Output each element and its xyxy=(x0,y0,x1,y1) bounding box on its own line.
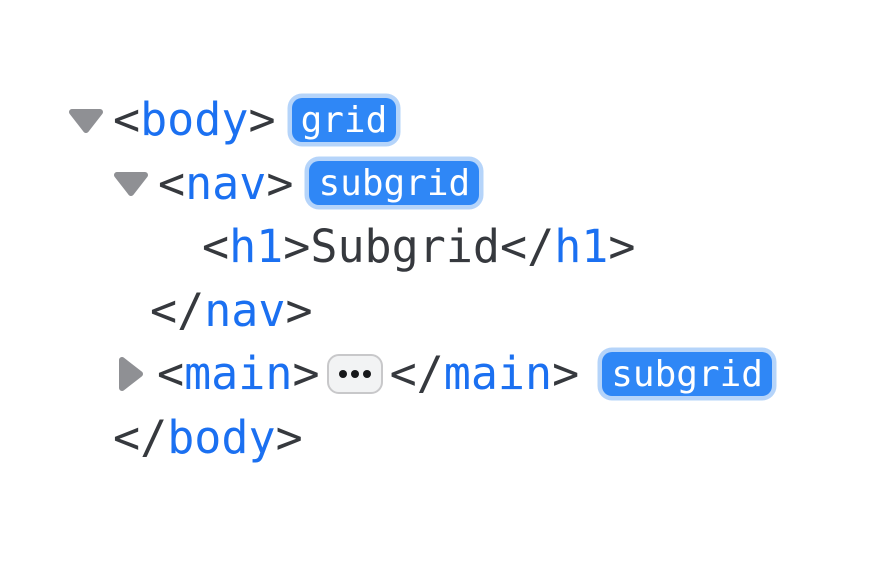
ellipsis-icon xyxy=(362,369,371,378)
tag-name-body: body xyxy=(140,93,249,147)
open-bracket: < xyxy=(113,93,141,147)
disclosure-collapsed-icon[interactable] xyxy=(112,356,148,392)
close-bracket: > xyxy=(248,93,276,147)
tree-row-nav-close[interactable]: </nav> xyxy=(0,279,886,343)
closing-tag-name-body: body xyxy=(167,410,276,464)
subgrid-badge[interactable]: subgrid xyxy=(602,351,772,396)
close-bracket: > xyxy=(266,156,294,210)
closing-tag-name-h1: h1 xyxy=(554,220,609,274)
closing-open-bracket: </ xyxy=(150,283,205,337)
tree-row-main-collapsed[interactable]: <main> </main> subgrid xyxy=(0,342,886,406)
closing-open-bracket: </ xyxy=(113,410,168,464)
open-bracket: < xyxy=(158,156,186,210)
subgrid-badge[interactable]: subgrid xyxy=(309,161,480,206)
tree-row-body-close[interactable]: </body> xyxy=(0,406,886,470)
close-bracket: > xyxy=(292,347,320,401)
open-bracket: < xyxy=(157,347,185,401)
expand-children-button[interactable] xyxy=(326,353,383,394)
tag-name-h1: h1 xyxy=(229,220,284,274)
open-bracket: < xyxy=(202,220,230,274)
closing-open-bracket: </ xyxy=(500,220,555,274)
tag-name-main: main xyxy=(184,347,293,401)
disclosure-expanded-icon[interactable] xyxy=(68,107,104,133)
closing-close-bracket: > xyxy=(608,220,636,274)
h1-text-content: Subgrid xyxy=(310,220,501,274)
tree-row-h1[interactable]: <h1>Subgrid</h1> xyxy=(0,215,886,279)
closing-tag-name-main: main xyxy=(443,347,553,401)
tree-row-body-open[interactable]: <body> grid xyxy=(0,88,886,152)
grid-badge[interactable]: grid xyxy=(291,97,397,142)
closing-tag-name-nav: nav xyxy=(204,283,286,337)
closing-close-bracket: > xyxy=(285,283,313,337)
close-bracket: > xyxy=(283,220,311,274)
ellipsis-icon xyxy=(338,369,347,378)
closing-close-bracket: > xyxy=(552,347,580,401)
tag-name-nav: nav xyxy=(185,156,267,210)
closing-close-bracket: > xyxy=(275,410,303,464)
ellipsis-icon xyxy=(350,369,359,378)
dom-tree-panel: <body> grid <nav> subgrid <h1>Subgrid</h… xyxy=(0,88,886,470)
tree-row-nav-open[interactable]: <nav> subgrid xyxy=(0,152,886,216)
disclosure-expanded-icon[interactable] xyxy=(113,170,149,197)
closing-open-bracket: </ xyxy=(389,347,444,401)
